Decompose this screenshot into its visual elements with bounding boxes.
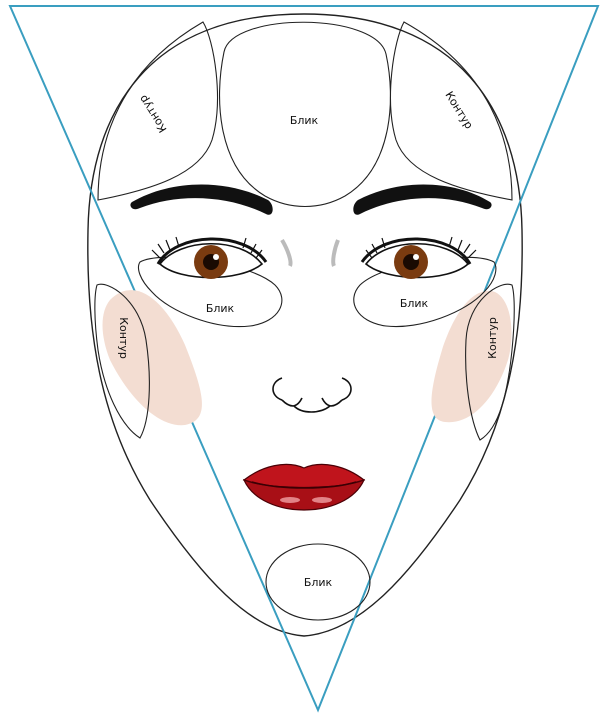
nose-shading-right [333, 240, 338, 266]
label-forehead-right: Контур [442, 89, 475, 131]
eyebrow-right [353, 184, 491, 214]
inverted-triangle-shape [10, 6, 598, 710]
label-forehead-center: Блик [290, 114, 319, 127]
nose [273, 378, 351, 412]
label-under-eye-right: Блик [400, 297, 429, 310]
label-forehead-left: Контур [136, 93, 169, 135]
lips [244, 464, 364, 510]
eye-right [362, 237, 476, 279]
label-under-eye-left: Блик [206, 302, 235, 315]
blush-right [431, 291, 511, 422]
label-chin: Блик [304, 576, 333, 589]
label-cheek-left: Контур [117, 317, 130, 359]
eyebrow-left [130, 184, 272, 214]
nose-shading-left [282, 240, 291, 266]
eye-left [152, 237, 266, 279]
label-cheek-right: Контур [486, 317, 499, 359]
